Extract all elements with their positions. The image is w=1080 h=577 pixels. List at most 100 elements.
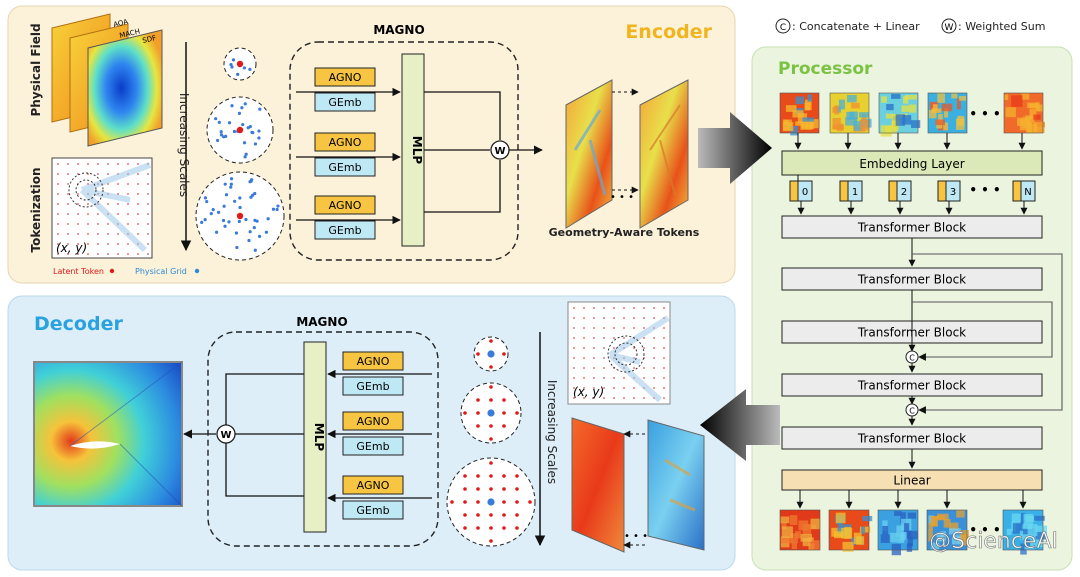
grid-dot — [77, 213, 79, 215]
latent-token-point — [502, 411, 506, 415]
grid-dot — [603, 327, 605, 329]
grid-dot — [87, 233, 89, 235]
latent-token-point — [463, 474, 467, 478]
grid-dot — [613, 327, 615, 329]
grid-dot — [603, 367, 605, 369]
grid-dot — [97, 173, 99, 175]
grid-dot — [57, 183, 59, 185]
token-index: 2 — [901, 187, 907, 198]
agno-block — [314, 132, 376, 152]
grid-dot — [147, 193, 149, 195]
processor-output-thumb-3 — [926, 509, 969, 551]
encoder-to-processor-arrow — [698, 112, 772, 184]
grid-dot — [147, 203, 149, 205]
latent-token-point — [515, 526, 519, 530]
physical-grid-point — [242, 141, 247, 145]
latent-token-point — [463, 500, 467, 504]
physical-grid-point — [266, 217, 270, 221]
token-chip-0: 0 — [789, 180, 813, 215]
grid-dot — [623, 397, 625, 399]
physical-grid-point — [222, 204, 226, 208]
latent-token-point — [476, 411, 480, 415]
grid-dot — [643, 347, 645, 349]
grid-dot — [643, 397, 645, 399]
physical-grid-point — [209, 212, 213, 216]
latent-token-point — [502, 424, 506, 428]
grid-dot — [593, 377, 595, 379]
grid-dot — [623, 387, 625, 389]
physical-grid-point — [248, 124, 252, 129]
processor-input-thumb-3 — [927, 92, 968, 134]
transformer-block-label: Transformer Block — [857, 379, 966, 393]
grid-dot — [117, 213, 119, 215]
agno-block — [342, 351, 404, 371]
grid-dot — [77, 173, 79, 175]
grid-dot — [137, 193, 139, 195]
physical-grid-label: Physical Grid — [135, 267, 187, 276]
grid-dot — [97, 223, 99, 225]
latent-token-point — [476, 500, 480, 504]
grid-dot — [97, 163, 99, 165]
physical-grid-point — [243, 155, 247, 159]
grid-dot — [117, 233, 119, 235]
grid-dot — [57, 233, 59, 235]
latent-token-point — [502, 526, 506, 530]
grid-dot — [613, 337, 615, 339]
physical-grid-point — [217, 120, 221, 124]
decoder-increasing-scales: Increasing Scales — [545, 380, 559, 484]
grid-dot — [593, 387, 595, 389]
grid-dot — [613, 317, 615, 319]
agno-label: AGNO — [357, 415, 390, 428]
gemb-label: GEmb — [356, 380, 389, 393]
physical-grid-point — [205, 199, 209, 204]
physical-grid-point — [214, 230, 219, 234]
physical-grid-point — [247, 238, 251, 243]
grid-dot — [87, 253, 89, 255]
grid-dot — [593, 397, 595, 399]
physical-grid-point — [252, 226, 256, 230]
grid-dot — [653, 307, 655, 309]
grid-dot — [643, 327, 645, 329]
grid-dot — [613, 347, 615, 349]
processor-output-tokens — [779, 490, 1047, 556]
grid-dot — [117, 253, 119, 255]
latent-token-point — [476, 474, 480, 478]
physical-grid-point — [257, 234, 262, 238]
grid-dot — [57, 163, 59, 165]
physical-grid-point — [238, 205, 242, 210]
physical-grid-point — [253, 191, 257, 196]
latent-token-point — [489, 437, 493, 441]
grid-dot — [147, 223, 149, 225]
grid-dot — [573, 337, 575, 339]
grid-dot — [117, 163, 119, 165]
grid-dot — [127, 253, 129, 255]
physical-grid-point — [251, 193, 255, 197]
grid-dot — [57, 243, 59, 245]
grid-dot — [653, 357, 655, 359]
token-chip-3: 3 — [937, 180, 961, 215]
latent-token-point — [489, 461, 493, 465]
physical-grid-point — [242, 66, 247, 70]
processor-token-ellipsis: • • • — [969, 183, 1000, 197]
encoder-magno-box — [289, 41, 519, 261]
physical-grid-point — [258, 107, 262, 111]
latent-token-point — [476, 352, 480, 356]
grid-dot — [663, 347, 665, 349]
grid-dot — [147, 173, 149, 175]
grid-dot — [77, 243, 79, 245]
tokens-ellipsis: • • • — [610, 192, 634, 203]
physical-grid-point — [257, 129, 261, 133]
grid-dot — [107, 243, 109, 245]
agno-block — [342, 411, 404, 431]
grid-dot — [77, 223, 79, 225]
legend-weighted-label: : Weighted Sum — [958, 20, 1045, 33]
layer-label-sdf: SDF — [142, 34, 157, 45]
latent-token-point — [489, 474, 493, 478]
query-point — [487, 409, 495, 417]
physical-grid-point — [257, 136, 261, 140]
skip-connection-outer — [912, 253, 1063, 414]
physical-grid-point — [214, 117, 218, 121]
encoder-mlp-label: MLP — [410, 136, 424, 165]
